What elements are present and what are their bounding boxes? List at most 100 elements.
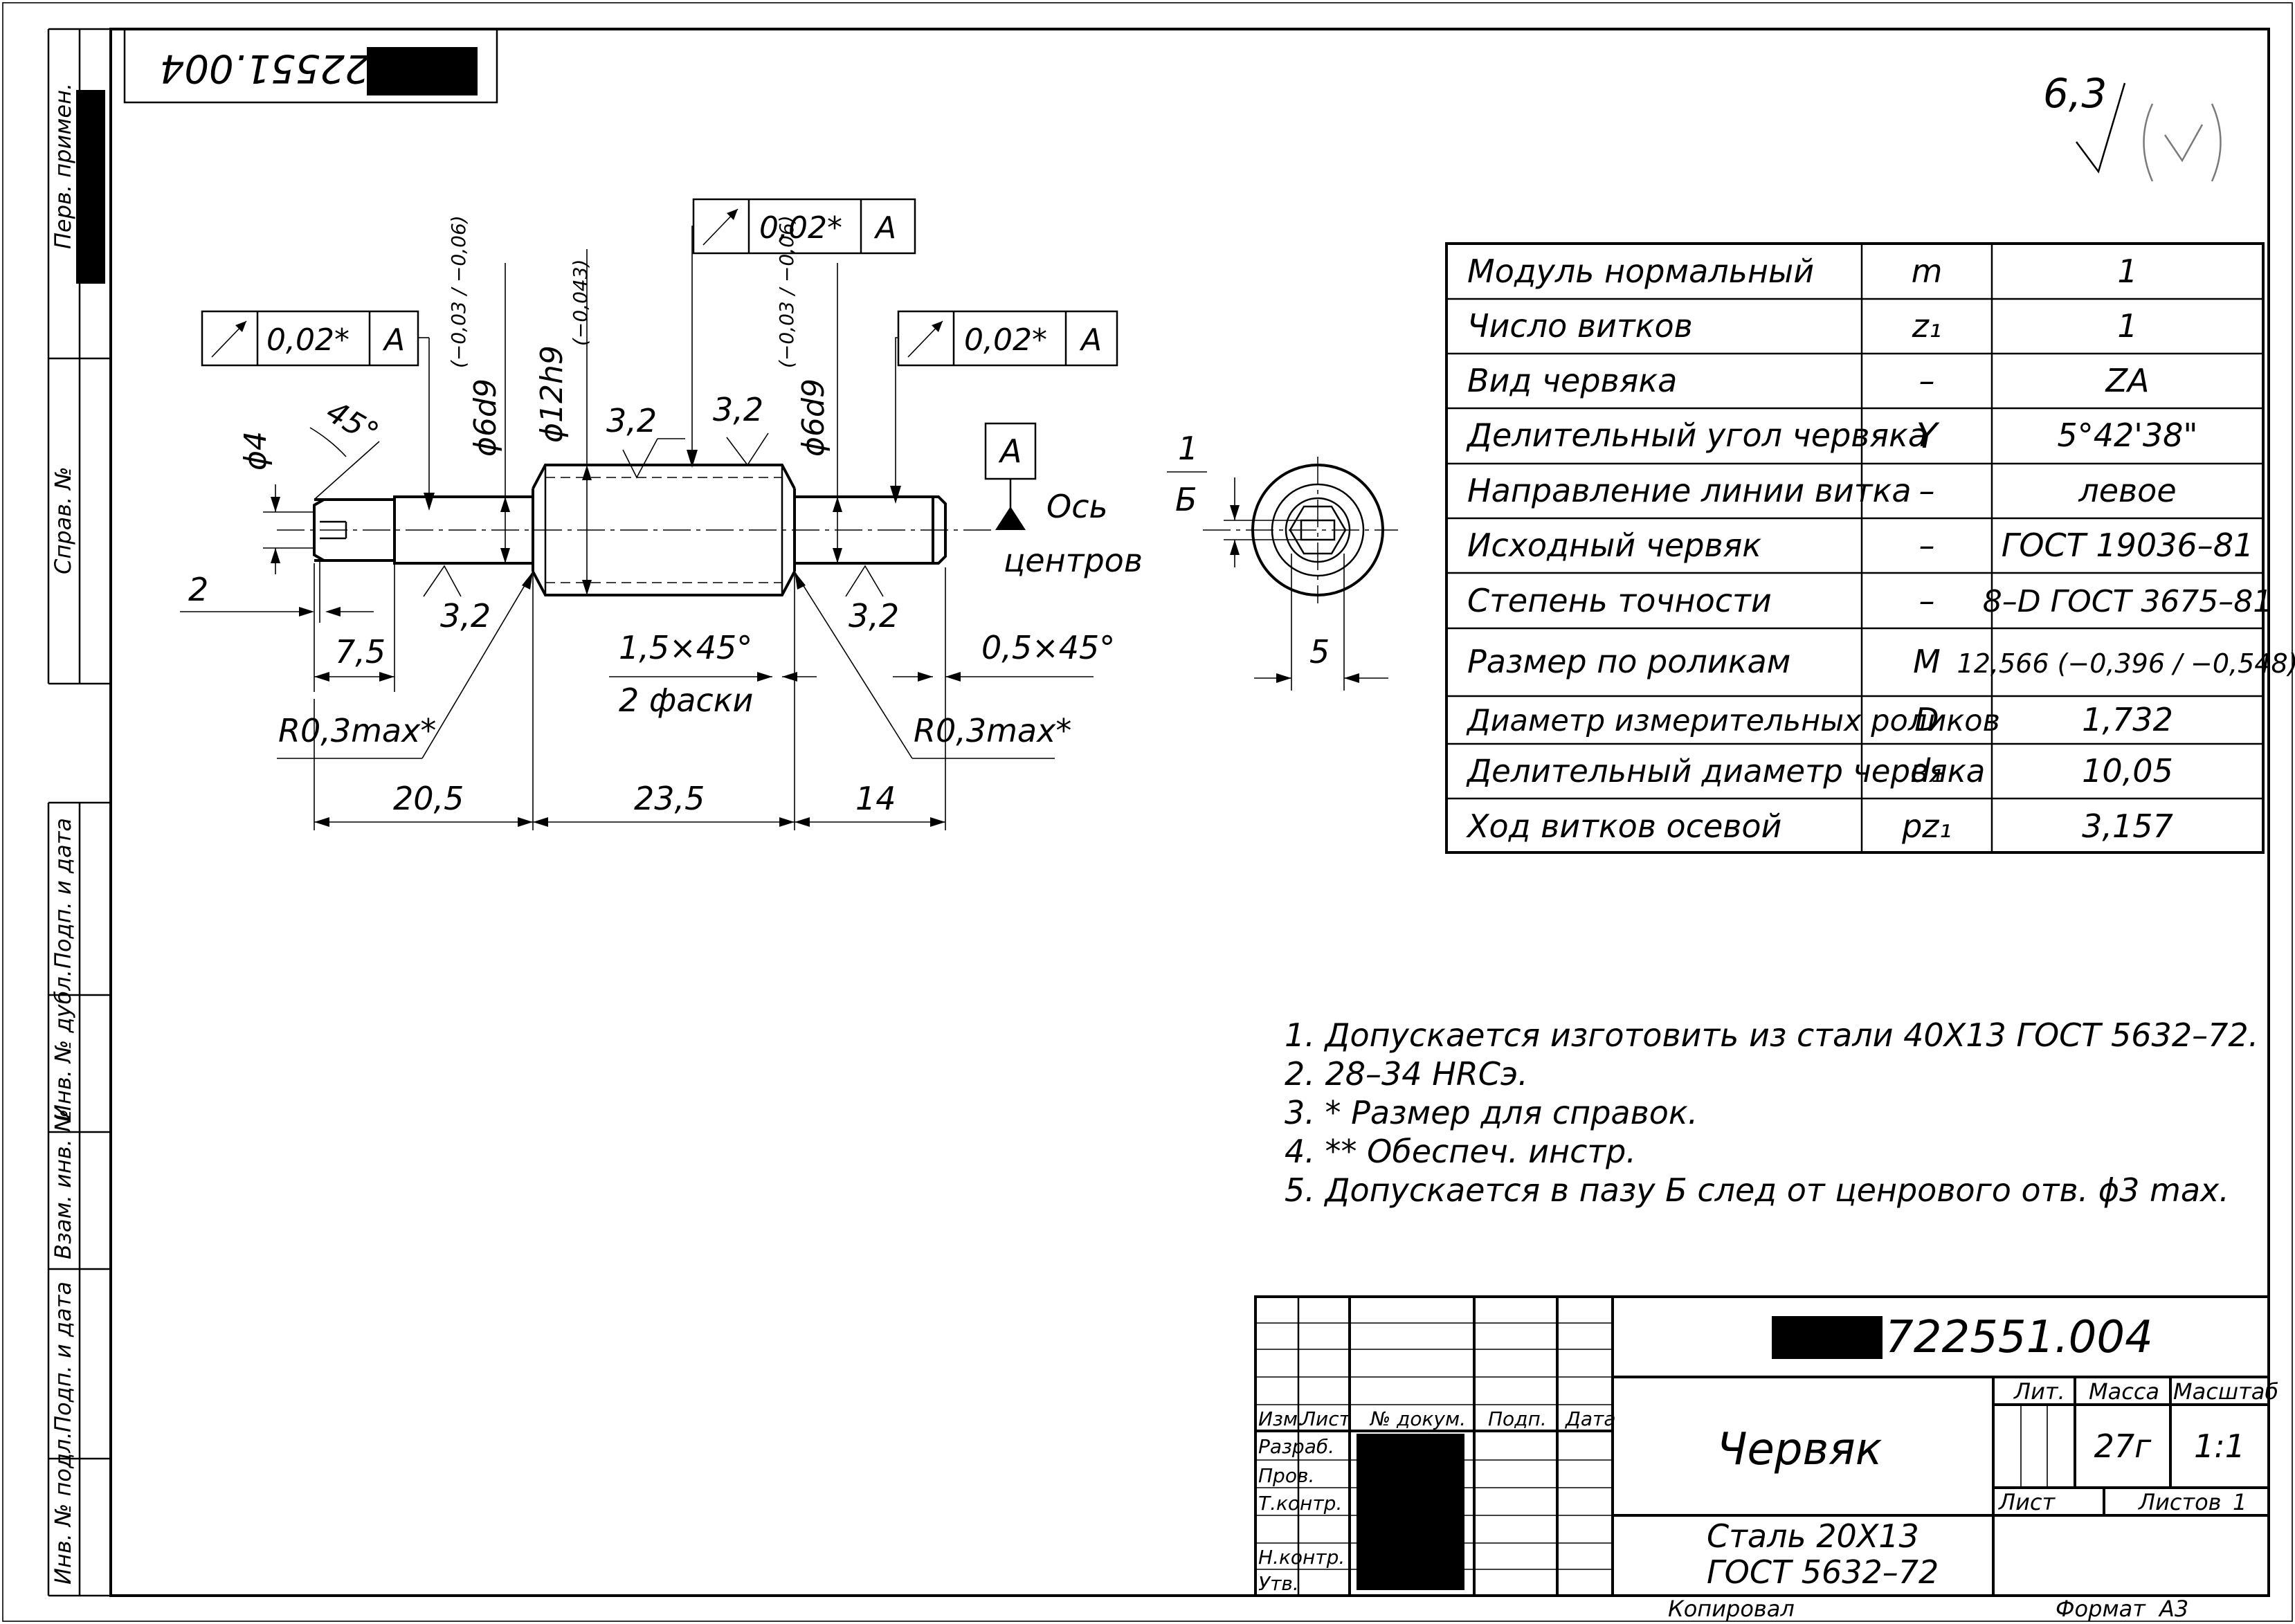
- rough-top-right: 3,2: [713, 391, 763, 428]
- title-role-norm-control: Н.контр.: [1258, 1546, 1345, 1569]
- dimensions: ϕ4 45° 2 7,5 20,5 23,5 14: [180, 215, 1115, 830]
- axis-label-1: Ось: [1046, 488, 1108, 525]
- technical-notes: 1. Допускается изготовить из стали 40Х13…: [1285, 1016, 2258, 1209]
- param-symbol: D: [1914, 701, 1939, 738]
- dim-6d9-right: ϕ6d9: [796, 378, 831, 457]
- dim-chamfer-2: 0,5×45°: [981, 629, 1115, 666]
- gdt-right-value: 0,02*: [964, 322, 1047, 358]
- section-view: 1 Б 5: [1167, 430, 1398, 691]
- title-scale-label: Масштаб: [2173, 1378, 2278, 1405]
- param-symbol: m: [1912, 253, 1943, 290]
- note-item: 2. 28–34 HRCэ.: [1285, 1055, 1528, 1093]
- dim-6d9-left: ϕ6d9: [468, 378, 503, 457]
- param-name: Модуль нормальный: [1467, 253, 1814, 290]
- dim-14: 14: [855, 780, 896, 817]
- title-material-2: ГОСТ 5632–72: [1707, 1553, 1939, 1591]
- param-name: Степень точности: [1467, 582, 1772, 619]
- title-col-date: Дата: [1564, 1407, 1616, 1430]
- title-format-label: Формат: [2056, 1596, 2146, 1622]
- title-material-1: Сталь 20Х13: [1707, 1517, 1919, 1555]
- param-name: Исходный червяк: [1467, 527, 1761, 564]
- param-name: Диаметр измерительных роликов: [1466, 704, 2000, 738]
- dim-chamfer-1: 1,5×45°: [619, 629, 752, 666]
- title-part-name: Червяк: [1717, 1424, 1883, 1475]
- param-value: ZA: [2105, 362, 2150, 399]
- title-col-change: Изм.: [1258, 1407, 1304, 1430]
- redacted-block-side: [76, 90, 105, 284]
- dim-6d9-right-tol: (−0,03 / −0,06): [775, 215, 798, 368]
- gdt-frame-right: 0,02* A: [890, 310, 1118, 504]
- gdt-right-datum: A: [1079, 322, 1102, 358]
- title-role-tech-control: Т.контр.: [1258, 1492, 1342, 1515]
- param-symbol: Y: [1916, 416, 1940, 456]
- param-value: 8–D ГОСТ 3675–81: [1983, 584, 2273, 619]
- axis-label-2: центров: [1004, 542, 1143, 579]
- param-symbol: –: [1919, 362, 1935, 399]
- gdt-frame-left: 0,02* A: [201, 310, 435, 511]
- param-name: Делительный диаметр червяка: [1466, 753, 1985, 790]
- top-number-box: 722551.004: [123, 29, 498, 104]
- param-symbol: d₁: [1910, 752, 1943, 790]
- drawing-frame: [109, 28, 2270, 1597]
- rough-bottom-left: 3,2: [440, 597, 491, 635]
- dim-d4: ϕ4: [238, 431, 273, 471]
- param-name: Ход витков осевой: [1466, 808, 1781, 845]
- note-item: 4. ** Обеспеч. инстр.: [1285, 1133, 1636, 1170]
- title-lit-label: Лит.: [2013, 1378, 2065, 1405]
- dim-12h9: ϕ12h9: [534, 345, 570, 443]
- side-label-replace-inv: Взам. инв. №: [50, 1109, 76, 1259]
- dim-23-5: 23,5: [634, 780, 705, 817]
- side-label-dup-inv: Инв. № дубл.: [50, 969, 76, 1121]
- table-row: Число витков z₁ 1: [1467, 307, 2138, 345]
- note-item: 3. * Размер для справок.: [1285, 1094, 1698, 1131]
- title-role-approve: Утв.: [1258, 1572, 1299, 1595]
- gdt-frame-center: 0,02* A: [687, 198, 916, 468]
- table-row: Ход витков осевой pz₁ 3,157: [1466, 808, 2173, 845]
- side-label-sign-date-2: Подп. и дата: [50, 1281, 76, 1432]
- title-mass-label: Масса: [2089, 1378, 2159, 1405]
- dim-6d9-left-tol: (−0,03 / −0,06): [447, 215, 470, 368]
- dim-2: 2: [188, 571, 208, 608]
- param-name: Число витков: [1467, 307, 1693, 345]
- param-symbol: –: [1919, 527, 1935, 564]
- title-col-sheet: Лист: [1300, 1407, 1351, 1430]
- dim-chamfer-1-note: 2 фаски: [619, 682, 753, 719]
- gdt-center-value: 0,02*: [759, 210, 842, 246]
- title-role-checker: Пров.: [1258, 1464, 1314, 1487]
- param-symbol: pz₁: [1901, 808, 1952, 845]
- table-row: Исходный червяк – ГОСТ 19036–81: [1467, 527, 2253, 564]
- table-row-lines: [1446, 298, 2263, 800]
- dim-12h9-tol: (−0,043): [569, 259, 592, 346]
- title-role-developer: Разраб.: [1258, 1435, 1334, 1458]
- title-format-value: А3: [2158, 1596, 2188, 1622]
- side-label-orig-inv: Инв. № подл.: [50, 1432, 76, 1585]
- table-row: Делительный диаметр червяка d₁ 10,05: [1466, 752, 2173, 790]
- redacted-block-top: [367, 47, 478, 95]
- table-row: Направление линии витка – левое: [1467, 472, 2177, 509]
- table-row: Модуль нормальный m 1: [1467, 253, 2138, 290]
- param-value: 3,157: [2082, 808, 2173, 845]
- title-block: Изм. Лист № докум. Подп. Дата Разраб. Пр…: [1254, 1295, 2278, 1622]
- param-symbol: –: [1919, 472, 1935, 509]
- param-value: 10,05: [2082, 752, 2173, 790]
- param-value: 1: [2117, 307, 2137, 345]
- dim-r-right: R0,3max*: [914, 712, 1071, 749]
- param-value: 5°42'38": [2057, 417, 2197, 454]
- gdt-left-value: 0,02*: [266, 322, 350, 358]
- title-copied-label: Копировал: [1668, 1596, 1795, 1622]
- worm-shaft-view: [277, 464, 997, 596]
- param-symbol: z₁: [1912, 307, 1942, 345]
- param-value: левое: [2078, 472, 2176, 509]
- title-sheet-label: Лист: [1998, 1489, 2056, 1515]
- dim-r-left: R0,3max*: [278, 712, 436, 749]
- datum-a-marker: A Ось центров: [984, 422, 1143, 579]
- title-sheets-label: Листов: [2138, 1489, 2222, 1515]
- roughness-value: 6,3: [2043, 70, 2107, 117]
- table-row: Делительный угол червяка Y 5°42'38": [1466, 416, 2198, 456]
- param-name: Делительный угол червяка: [1466, 417, 1927, 454]
- dim-7-5: 7,5: [335, 633, 385, 670]
- param-value: ГОСТ 19036–81: [2002, 527, 2254, 564]
- side-label-reference: Справ. №: [50, 466, 76, 574]
